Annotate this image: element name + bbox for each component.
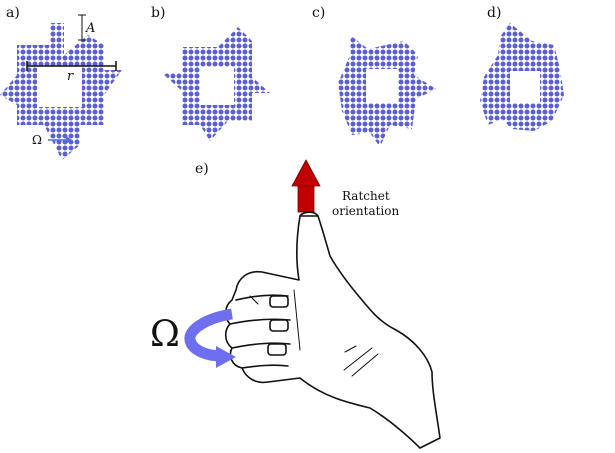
panel-d: d) bbox=[480, 5, 564, 131]
panel-label-a: a) bbox=[6, 5, 20, 21]
ratchet-label-line1: Ratchet bbox=[342, 189, 390, 203]
panel-c: c) bbox=[312, 5, 436, 147]
panel-label-d: d) bbox=[487, 5, 501, 21]
hand-thumbs-up-icon bbox=[224, 211, 441, 449]
ratchet-label-line2: orientation bbox=[332, 204, 399, 218]
omega-label-large: Ω bbox=[150, 314, 180, 355]
panel-a: a) A r Ω bbox=[0, 5, 122, 160]
ratchet-gear-b bbox=[162, 27, 270, 141]
amplitude-label: A bbox=[85, 21, 95, 36]
ratchet-gear-c bbox=[338, 35, 436, 147]
omega-label-small: Ω bbox=[32, 133, 42, 147]
rotation-arrow-large bbox=[184, 308, 236, 368]
panel-b: b) bbox=[151, 5, 270, 141]
radius-label: r bbox=[67, 69, 74, 84]
ratchet-gear-d bbox=[480, 23, 564, 131]
panel-label-c: c) bbox=[312, 5, 325, 21]
ratchet-orientation-arrow bbox=[291, 159, 321, 213]
panel-e: e) Ratchet orientation bbox=[150, 159, 441, 449]
panel-label-e: e) bbox=[195, 161, 209, 177]
panel-label-b: b) bbox=[151, 5, 165, 21]
